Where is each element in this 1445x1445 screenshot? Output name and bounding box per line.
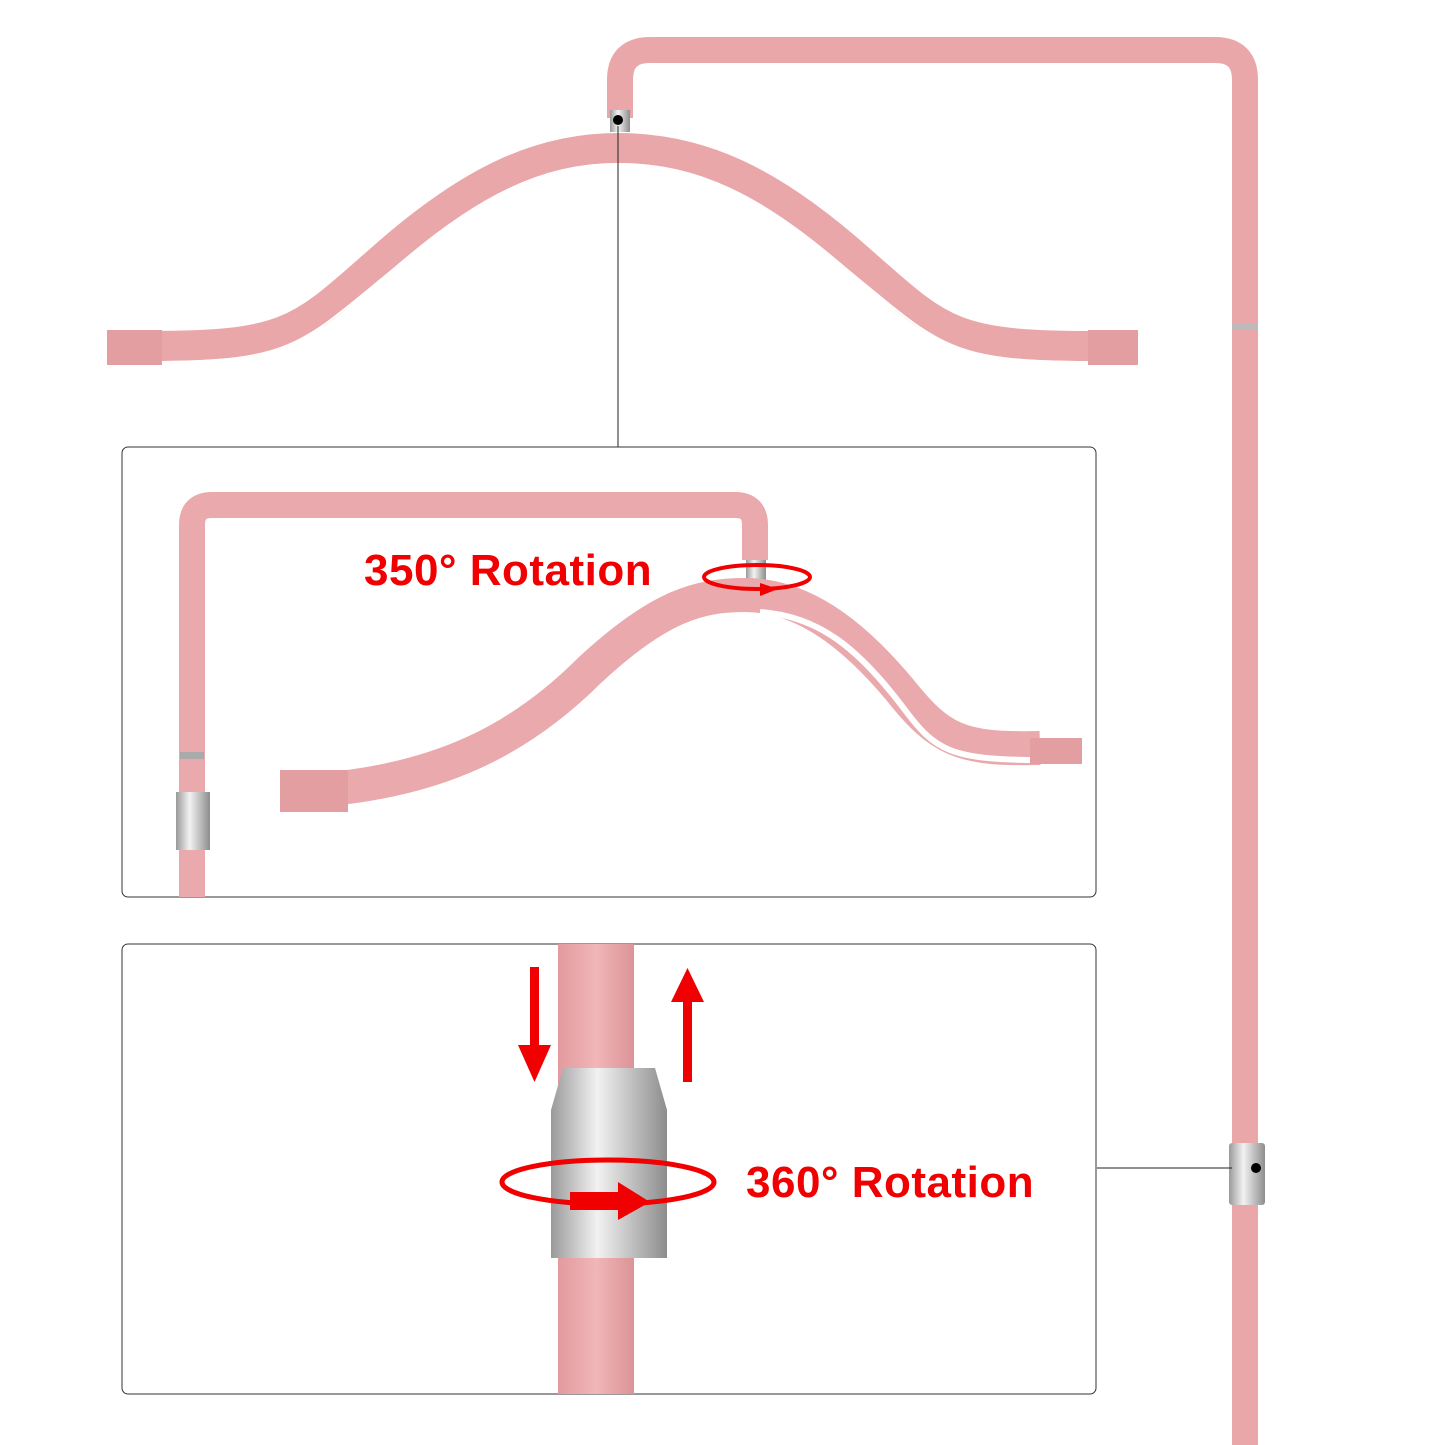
up-arrow-icon [671,968,704,1082]
head-detail [176,492,1082,897]
rotation-360-label: 360° Rotation [746,1158,1035,1207]
knurled-knob [551,1068,667,1258]
rotation-knob [1229,1143,1265,1205]
down-arrow-icon [518,967,551,1082]
knob-detail [499,944,717,1394]
floor-stand [607,37,1265,1445]
rotation-arrow-icon [702,563,812,591]
rotation-350-label: 350° Rotation [364,546,653,595]
arc-light-head [107,132,1138,365]
